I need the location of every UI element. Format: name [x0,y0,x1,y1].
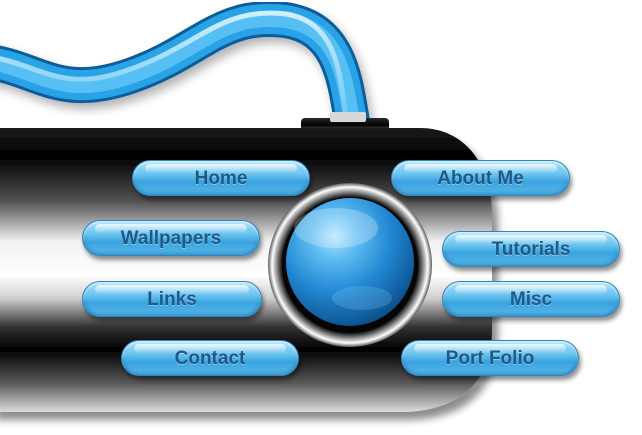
wallpapers-button[interactable]: Wallpapers [82,220,260,256]
misc-button[interactable]: Misc [442,281,620,317]
blue-cable-icon [0,1,370,125]
home-button-label: Home [194,168,248,189]
links-button[interactable]: Links [82,281,262,317]
links-button-label: Links [147,289,197,310]
about-me-button-label: About Me [437,168,524,189]
about-me-button[interactable]: About Me [391,160,570,196]
blue-orb-icon [268,183,432,347]
portfolio-button-label: Port Folio [445,348,535,369]
contact-button[interactable]: Contact [121,340,299,376]
home-button[interactable]: Home [132,160,310,196]
tutorials-button-label: Tutorials [491,239,571,260]
wallpapers-button-label: Wallpapers [120,228,222,249]
portfolio-button[interactable]: Port Folio [401,340,579,376]
misc-button-label: Misc [509,289,553,310]
tutorials-button[interactable]: Tutorials [442,231,620,267]
contact-button-label: Contact [174,348,246,369]
